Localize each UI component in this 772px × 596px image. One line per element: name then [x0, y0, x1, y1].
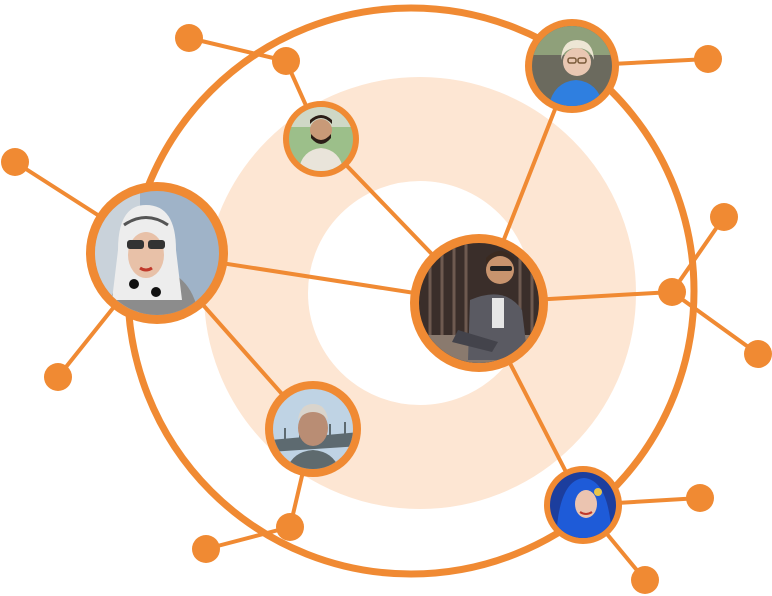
dot-node [686, 484, 714, 512]
person-beard-photo-icon [283, 101, 359, 177]
dot-node [175, 24, 203, 52]
dot-node [1, 148, 29, 176]
dot-node [744, 340, 772, 368]
link-hub-node-a [670, 215, 726, 294]
dot-node [658, 278, 686, 306]
person-hijab-photo-icon [86, 182, 228, 324]
halo-ring [204, 77, 636, 509]
person-suit-photo-icon [410, 234, 548, 372]
link-hub-node-b [670, 290, 760, 356]
person-elderly-man-photo-icon [265, 381, 361, 477]
dot-nodes [1, 24, 772, 594]
dot-node [192, 535, 220, 563]
dot-node [694, 45, 722, 73]
link-node-node [187, 36, 288, 63]
person-blue-hijab-photo-icon [544, 466, 622, 544]
dot-node [44, 363, 72, 391]
link-node-node2 [204, 525, 292, 551]
dot-node [276, 513, 304, 541]
dot-node [710, 203, 738, 231]
dot-node [272, 47, 300, 75]
dot-node [631, 566, 659, 594]
person-elderly-woman-photo-icon [525, 19, 619, 113]
